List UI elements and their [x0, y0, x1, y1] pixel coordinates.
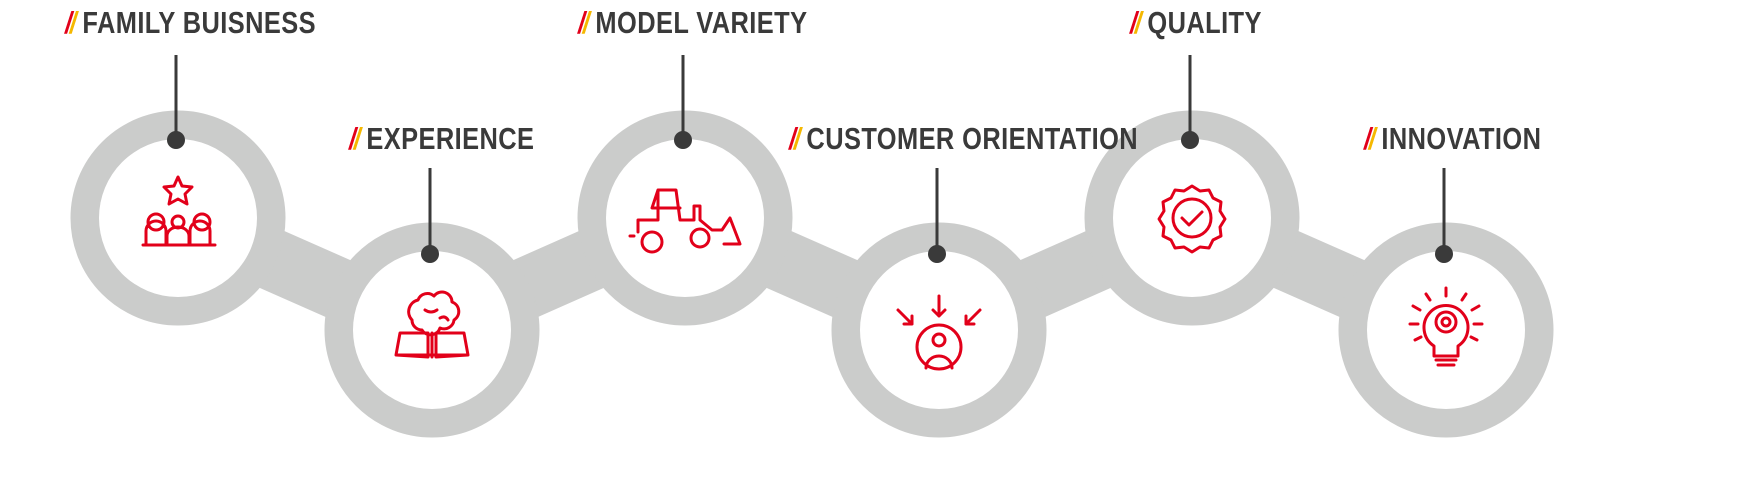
- step-circle: [1367, 251, 1525, 409]
- connector-dot: [167, 131, 185, 149]
- loader-tractor-icon: [628, 188, 742, 254]
- family-star-icon: [141, 175, 217, 247]
- step-circle: [860, 251, 1018, 409]
- step-circle: [99, 139, 257, 297]
- step-label-text: MODEL VARIETY: [595, 5, 808, 40]
- slash-mark-icon: //: [1364, 121, 1376, 156]
- step-label: //CUSTOMER ORIENTATION: [789, 121, 1138, 157]
- connector-dot: [1181, 131, 1199, 149]
- step-circle: [606, 139, 764, 297]
- step-label-text: CUSTOMER ORIENTATION: [806, 121, 1139, 156]
- slash-mark-icon: //: [578, 5, 590, 40]
- lightbulb-gear-icon: [1408, 286, 1484, 367]
- step-label: //QUALITY: [1130, 5, 1262, 41]
- brain-book-icon: [394, 290, 470, 359]
- slash-mark-icon: //: [349, 121, 361, 156]
- step-circle: [1113, 139, 1271, 297]
- step-label-text: INNOVATION: [1381, 121, 1542, 156]
- step-circle: [353, 251, 511, 409]
- step-label-text: FAMILY BUISNESS: [82, 5, 317, 40]
- step-label-text: QUALITY: [1147, 5, 1262, 40]
- customer-focus-icon: [896, 294, 982, 371]
- quality-badge-icon: [1157, 184, 1227, 254]
- connector-dot: [421, 245, 439, 263]
- step-label: //INNOVATION: [1364, 121, 1541, 157]
- slash-mark-icon: //: [1130, 5, 1142, 40]
- slash-mark-icon: //: [789, 121, 801, 156]
- connector-dot: [674, 131, 692, 149]
- connector-dot: [928, 245, 946, 263]
- step-label-text: EXPERIENCE: [366, 121, 535, 156]
- step-label: //MODEL VARIETY: [578, 5, 807, 41]
- step-label: //EXPERIENCE: [349, 121, 534, 157]
- slash-mark-icon: //: [65, 5, 77, 40]
- connector-dot: [1435, 245, 1453, 263]
- step-label: //FAMILY BUISNESS: [65, 5, 316, 41]
